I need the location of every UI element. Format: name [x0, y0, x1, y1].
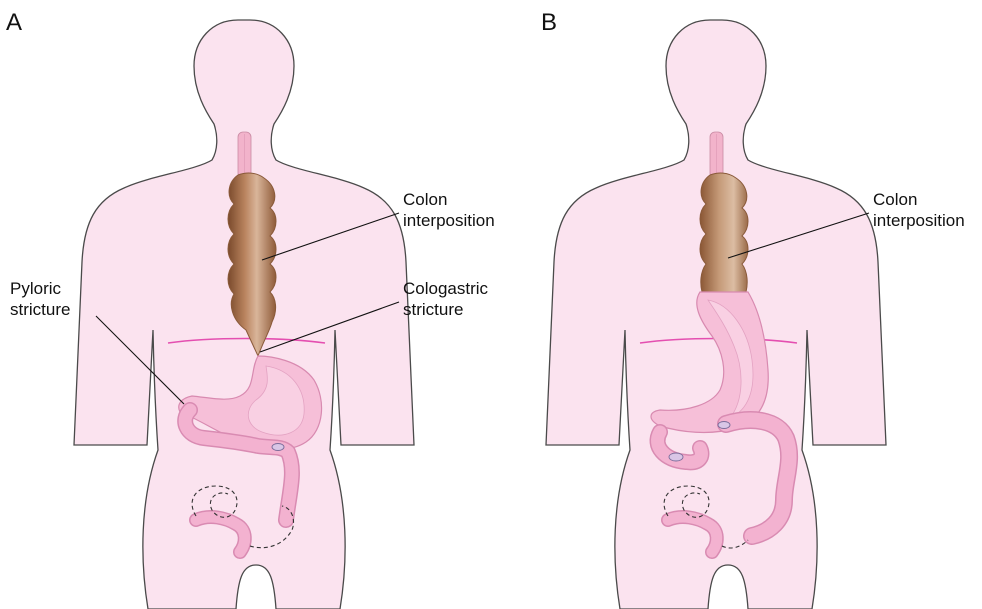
colon-interposition-segment-b — [700, 173, 748, 292]
label-colon-interposition-a: Colon interposition — [403, 190, 495, 230]
panel-a: A Colon interposition Pyloric strict — [6, 9, 495, 609]
label-cologastric-stricture: Cologastric stricture — [403, 279, 493, 319]
panel-b: B Colon interposition — [541, 9, 965, 609]
panel-a-letter: A — [6, 9, 22, 36]
pyloric-ring-b — [669, 453, 683, 461]
pyloric-ring — [272, 444, 284, 451]
label-colon-interposition-b: Colon interposition — [873, 190, 965, 230]
panel-b-letter: B — [541, 9, 557, 36]
label-pyloric-stricture: Pyloric stricture — [10, 279, 70, 319]
